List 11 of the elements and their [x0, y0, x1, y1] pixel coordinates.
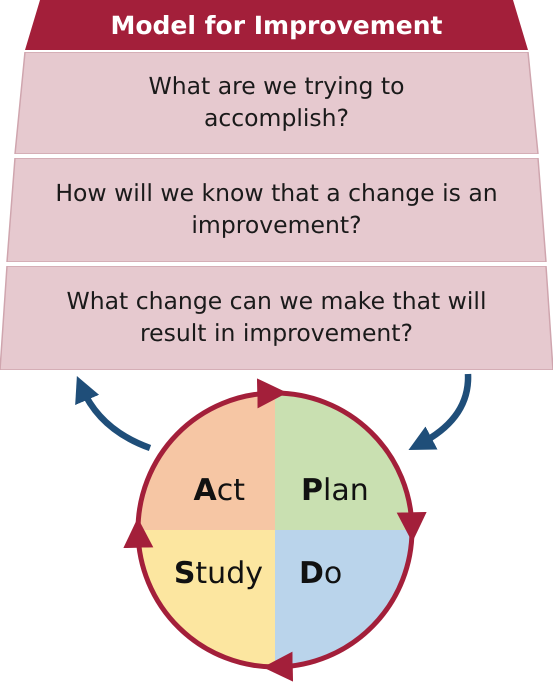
- phase-label: Act: [194, 473, 245, 508]
- title-text: Model for Improvement: [110, 10, 443, 40]
- phase-label: Do: [299, 556, 342, 591]
- question-text: How will we know that a change is an improvement?: [54, 178, 499, 241]
- question-text: What change can we make that will result in improvement?: [66, 286, 488, 349]
- question-band: [0, 266, 553, 370]
- curved-arrow: [76, 376, 152, 452]
- phase-label: Study: [174, 556, 263, 591]
- phase-label: Plan: [301, 473, 369, 508]
- question-text: What are we trying to accomplish?: [147, 71, 406, 134]
- curved-arrow: [408, 374, 472, 450]
